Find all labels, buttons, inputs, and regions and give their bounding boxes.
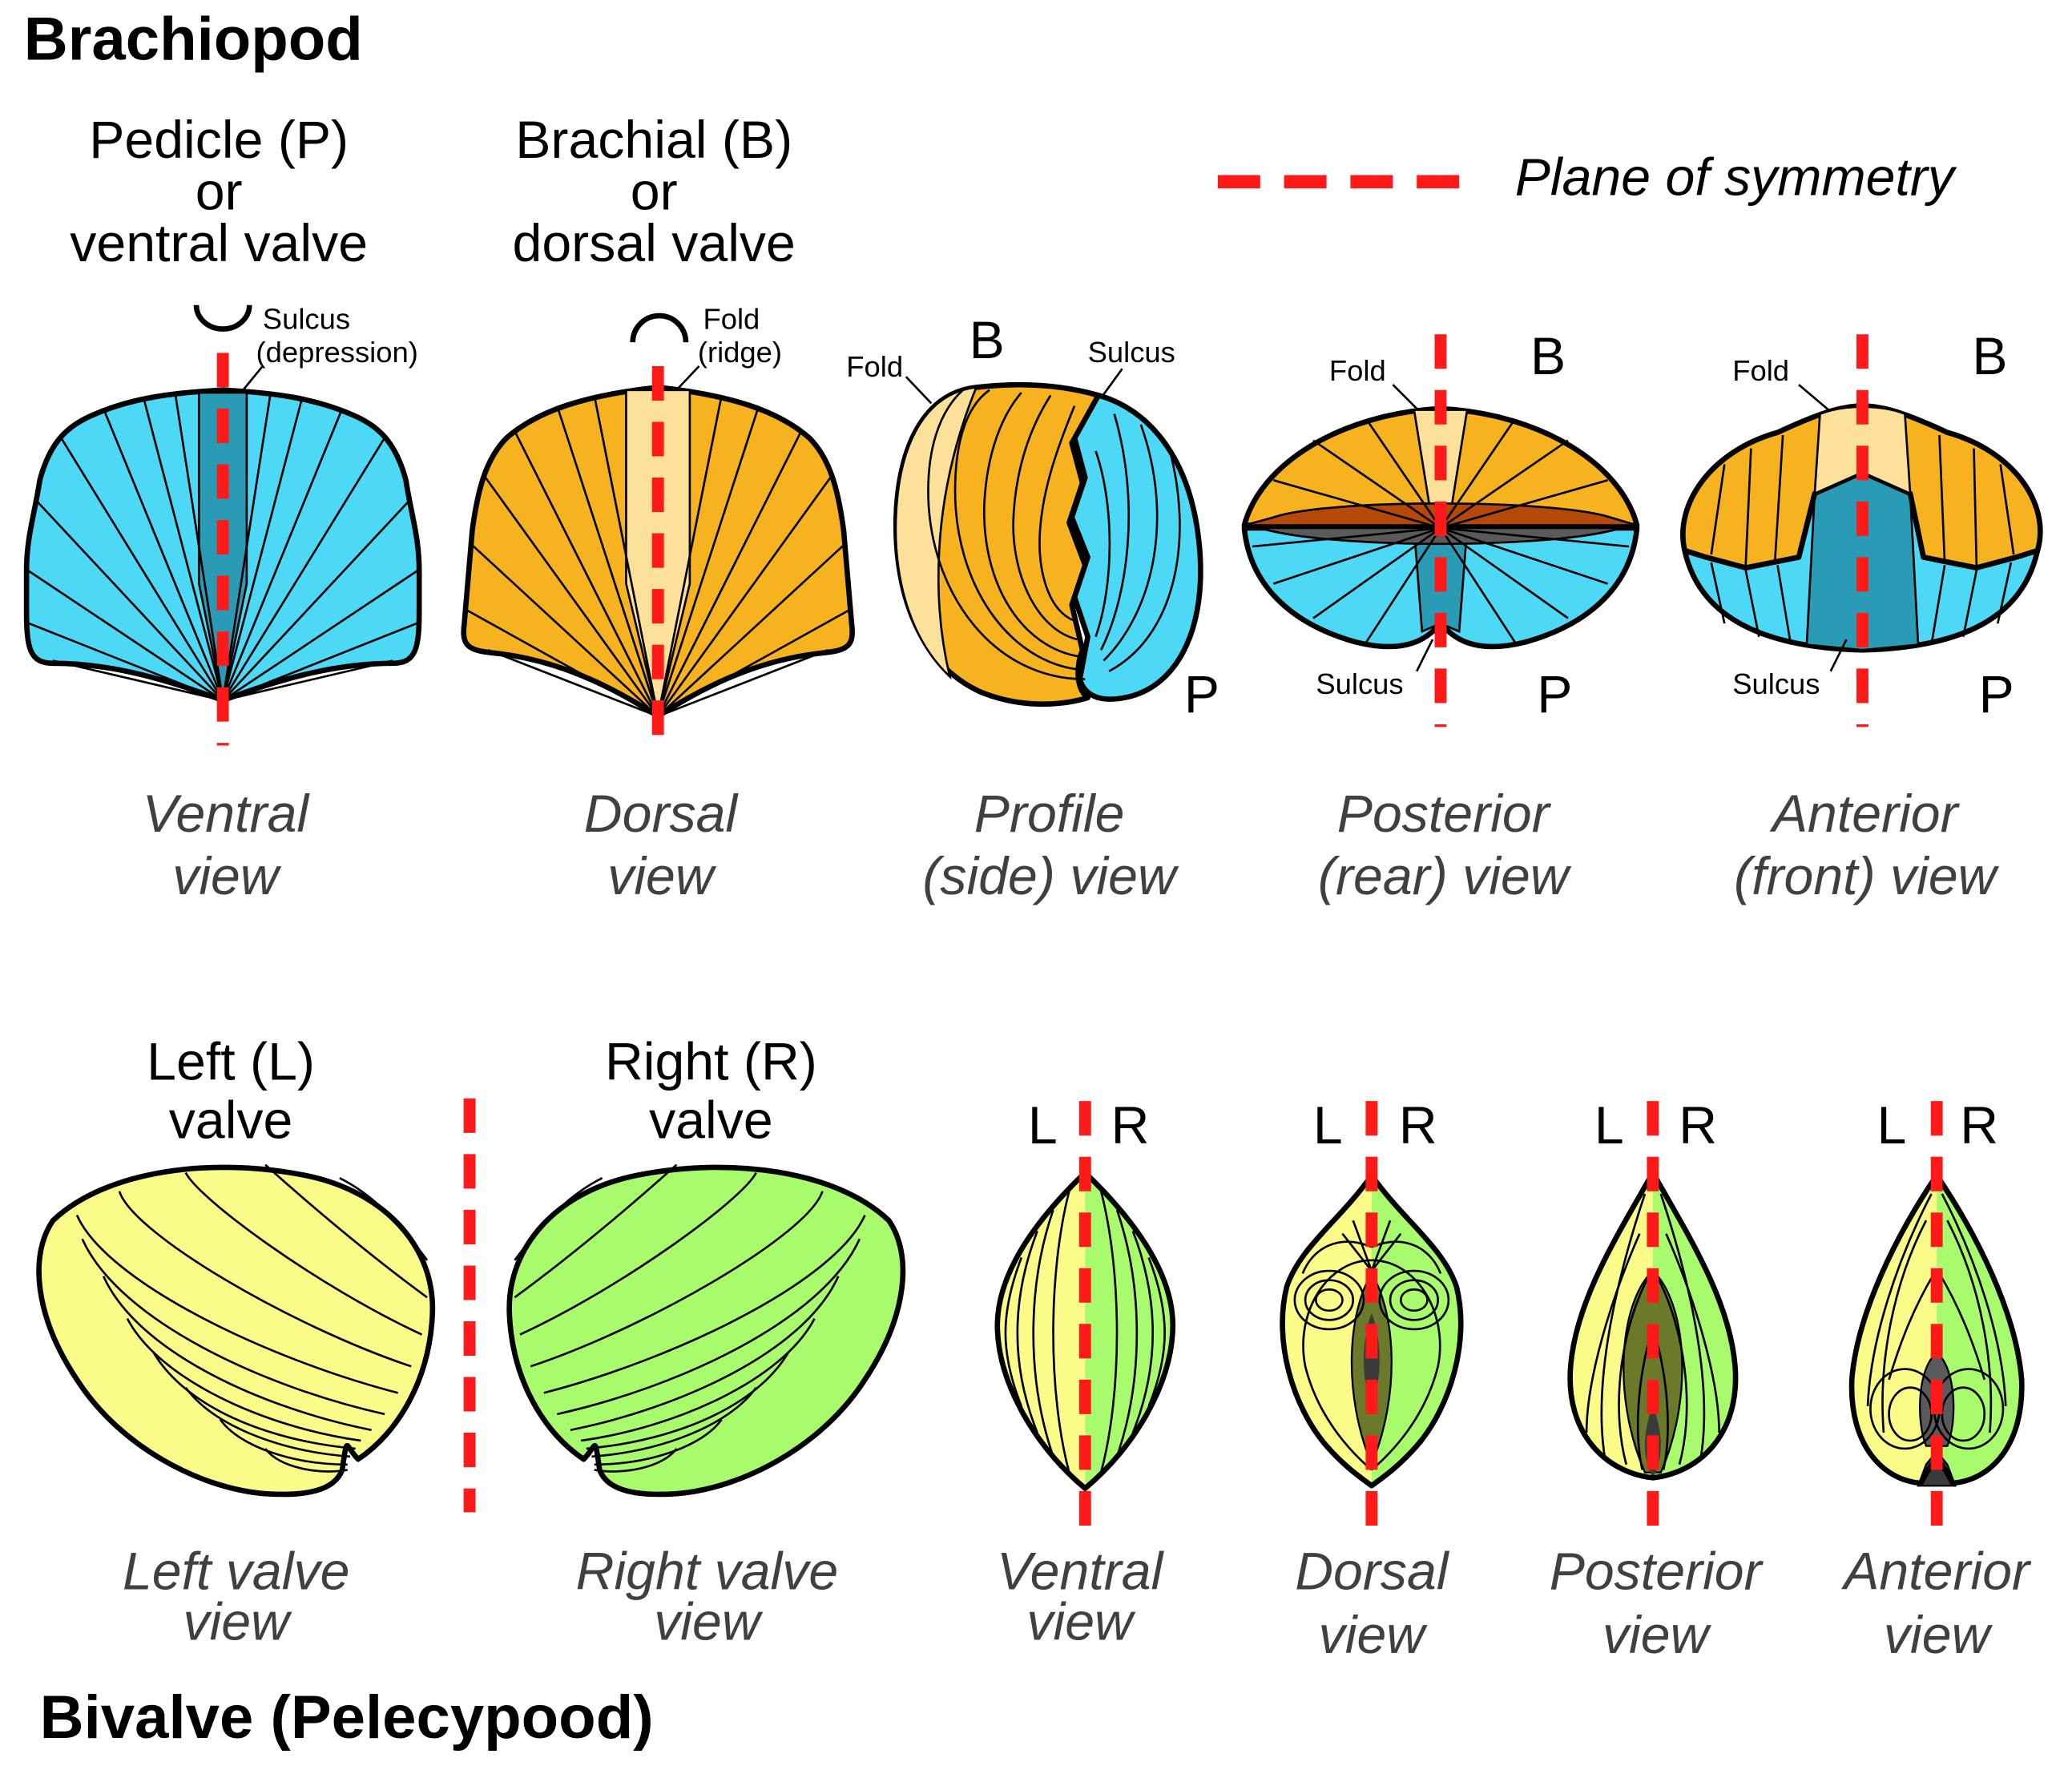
svg-text:Profile: Profile [974, 784, 1125, 844]
fold-label: Fold [703, 303, 760, 336]
svg-text:view: view [654, 1592, 764, 1651]
right-r-label: R [1399, 1096, 1437, 1155]
pedicle-p-label: P [1979, 665, 2014, 724]
svg-text:Pedicle (P): Pedicle (P) [89, 111, 349, 170]
ventral-outline-shape [994, 1170, 1176, 1491]
svg-text:valve: valve [649, 1091, 773, 1151]
svg-text:Right (R): Right (R) [605, 1033, 817, 1092]
brachial-b-label: B [1972, 327, 2007, 386]
brachial-b-label: B [1530, 327, 1566, 386]
svg-text:dorsal valve: dorsal valve [513, 214, 796, 273]
svg-text:Dorsal: Dorsal [584, 784, 740, 844]
brachiopod-title: Brachiopod [24, 6, 363, 74]
right-valve-header: Right (R) valve [605, 1033, 817, 1151]
svg-text:or: or [196, 163, 243, 222]
svg-text:ventral valve: ventral valve [70, 214, 368, 273]
pedicle-valve-header: Pedicle (P) or ventral valve [70, 111, 368, 273]
svg-text:(front) view: (front) view [1734, 847, 2000, 906]
svg-text:view: view [183, 1592, 292, 1651]
brachiopod-anterior-view: B Fold Sulcus P Anterior (front) view [1680, 327, 2043, 906]
bivalve-posterior-view: L R Posterior view [1550, 1096, 1764, 1665]
bivalve-dorsal-view: L R Dorsal view [1280, 1096, 1464, 1665]
depression-label: (depression) [256, 336, 418, 369]
svg-text:Left valve: Left valve [123, 1542, 349, 1601]
legend: Plane of symmetry [1217, 147, 1957, 207]
svg-text:Dorsal: Dorsal [1295, 1542, 1450, 1601]
svg-text:Brachial (B): Brachial (B) [515, 111, 792, 170]
brachial-b-label: B [969, 311, 1005, 370]
left-l-label: L [1594, 1096, 1624, 1155]
pedicle-p-label: P [1537, 665, 1572, 724]
svg-text:or: or [631, 163, 678, 222]
ventral-ribs [27, 392, 419, 702]
left-valve-shape [36, 1164, 436, 1498]
fold-label: Fold [846, 350, 903, 383]
sulcus-label: Sulcus [263, 303, 350, 336]
left-l-label: L [1313, 1096, 1343, 1155]
svg-text:Ventral: Ventral [997, 1542, 1165, 1601]
svg-text:view: view [1884, 1606, 1993, 1665]
left-l-label: L [1028, 1096, 1058, 1155]
left-valve-header: Left (L) valve [147, 1033, 315, 1151]
dorsal-outline-shape [1280, 1172, 1464, 1489]
svg-text:Anterior: Anterior [1840, 1542, 2032, 1601]
brachiopod-dorsal-view: Fold (ridge) Dorsal view [461, 303, 855, 906]
svg-text:Posterior: Posterior [1337, 784, 1552, 844]
svg-text:view: view [607, 847, 717, 906]
right-valve-growth-lines [514, 1163, 866, 1473]
posterior-outline-shape [1567, 1170, 1739, 1481]
posterior-ribs [1252, 418, 1630, 643]
svg-text:valve: valve [169, 1091, 293, 1151]
right-r-label: R [1111, 1096, 1150, 1155]
brachiopod-profile-view: B Fold Sulcus P Profile (side) view [846, 311, 1219, 906]
dorsal-ribs [466, 395, 850, 718]
fold-symbol-icon [630, 312, 689, 343]
sulcus-label: Sulcus [1088, 336, 1175, 369]
left-l-label: L [1876, 1096, 1906, 1155]
sulcus-label: Sulcus [1732, 667, 1820, 700]
svg-text:Left (L): Left (L) [147, 1033, 315, 1092]
anterior-ribs [1710, 434, 2015, 645]
brachiopod-posterior-view: B Fold Sulcus P Posterior (rear) view [1241, 327, 1640, 906]
right-valve-shape [506, 1164, 906, 1498]
sulcus-label: Sulcus [1316, 667, 1403, 700]
svg-text:view: view [172, 847, 282, 906]
svg-text:(side) view: (side) view [922, 847, 1179, 906]
brachial-valve-header: Brachial (B) or dorsal valve [513, 111, 796, 273]
svg-text:Posterior: Posterior [1550, 1542, 1764, 1601]
svg-text:view: view [1602, 1606, 1712, 1665]
brachiopod-ventral-view: Sulcus (depression) Ventral view [23, 303, 422, 906]
bivalve-title: Bivalve (Pelecypood) [40, 1683, 654, 1752]
bivalve-ventral-view: L R Ventral view [994, 1096, 1176, 1651]
pedicle-p-label: P [1184, 665, 1219, 724]
sulcus-symbol-icon [193, 304, 252, 332]
fold-label: Fold [1732, 354, 1789, 387]
right-r-label: R [1960, 1096, 1998, 1155]
svg-text:view: view [1319, 1606, 1429, 1665]
bivalve-right-valve-view: Right valve view [506, 1163, 906, 1651]
right-r-label: R [1679, 1096, 1717, 1155]
fold-label: Fold [1329, 354, 1386, 387]
legend-label: Plane of symmetry [1515, 147, 1957, 207]
pedicle-valve-shape [1069, 393, 1203, 702]
ridge-label: (ridge) [698, 336, 782, 369]
bivalve-left-valve-view: Left valve view [36, 1163, 436, 1651]
svg-text:view: view [1026, 1592, 1136, 1651]
svg-text:(rear) view: (rear) view [1318, 847, 1572, 906]
svg-text:Ventral: Ventral [143, 784, 311, 844]
svg-text:Anterior: Anterior [1769, 784, 1961, 844]
bivalve-anterior-view: L R Anterior view [1840, 1096, 2032, 1665]
left-valve-growth-lines [75, 1163, 429, 1473]
svg-text:Right valve: Right valve [576, 1542, 839, 1601]
